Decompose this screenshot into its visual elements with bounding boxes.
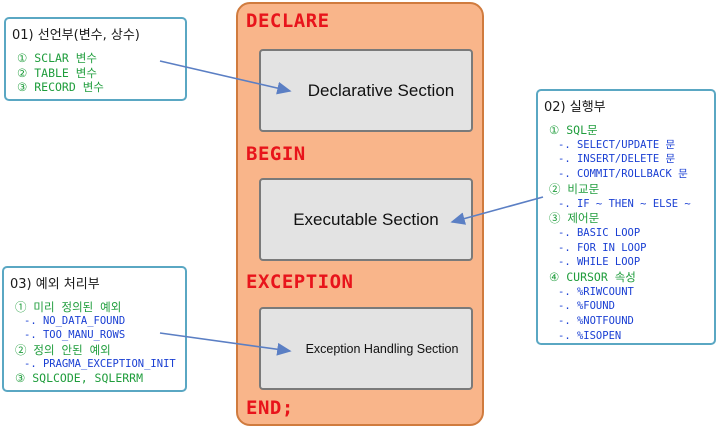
note-heading-item: ① 미리 정의된 예외	[15, 300, 122, 314]
note-sub-item: -. WHILE LOOP	[558, 256, 641, 269]
note-sub-item: -. %FOUND	[558, 300, 615, 313]
note-heading-item: ② 비교문	[549, 181, 600, 196]
declarative-section: Declarative Section	[259, 49, 473, 132]
note-sub-item: -. %NOTFOUND	[558, 315, 634, 328]
note-heading-item: ① SQL문	[549, 123, 598, 137]
note-sub-item: -. TOO_MANU_ROWS	[24, 329, 126, 342]
note-sub-item: -. INSERT/DELETE 문	[558, 153, 676, 166]
note-heading-item: ③ SQLCODE, SQLERRM	[15, 371, 144, 386]
arrow-exception	[159, 332, 292, 356]
declare-keyword: DECLARE	[246, 10, 330, 32]
execution-note-list: ① SQL문-. SELECT/UPDATE 문 -. INSERT/DELETE…	[549, 123, 691, 344]
declaration-note: 01) 선언부(변수, 상수) ① SCLAR 변수 ② TABLE 변수 ③ …	[4, 17, 187, 101]
note-heading-item: ② 정의 안된 예외	[15, 342, 111, 357]
arrow-execution	[450, 196, 544, 225]
note-sub-item: -. %ISOPEN	[558, 329, 622, 342]
note-sub-item: -. PRAGMA_EXCEPTION_INIT	[24, 357, 176, 370]
exception-section-label: Exception Handling Section	[305, 341, 459, 356]
end-keyword: END;	[246, 397, 294, 419]
exception-note-title: 03) 예외 처리부	[10, 277, 100, 292]
note-sub-item: -. BASIC LOOP	[558, 226, 641, 239]
note-heading-item: ④ CURSOR 속성	[549, 270, 636, 285]
declaration-item: ③ RECORD 변수	[17, 80, 104, 94]
declaration-item: ① SCLAR 변수	[17, 51, 97, 65]
executable-section-label: Executable Section	[293, 209, 439, 229]
note-heading-item: ③ 제어문	[549, 211, 600, 226]
exception-keyword: EXCEPTION	[246, 271, 354, 293]
declaration-note-list: ① SCLAR 변수 ② TABLE 변수 ③ RECORD 변수	[17, 51, 104, 95]
exception-note: 03) 예외 처리부 ① 미리 정의된 예외-. NO_DATA_FOUND-.…	[2, 266, 187, 392]
declarative-section-label: Declarative Section	[307, 80, 455, 100]
note-sub-item: -. SELECT/UPDATE 문	[558, 138, 676, 151]
note-sub-item: -. NO_DATA_FOUND	[24, 315, 126, 328]
note-sub-item: -. IF ~ THEN ~ ELSE ~	[558, 197, 691, 210]
declaration-note-title: 01) 선언부(변수, 상수)	[12, 28, 140, 43]
note-sub-item: -. %RIWCOUNT	[558, 285, 634, 298]
arrow-declaration	[159, 60, 292, 95]
execution-note-title: 02) 실행부	[544, 100, 606, 115]
execution-note: 02) 실행부 ① SQL문-. SELECT/UPDATE 문 -. INSER…	[536, 89, 716, 345]
note-sub-item: -. COMMIT/ROLLBACK 문	[558, 168, 688, 181]
exception-handling-section: Exception Handling Section	[259, 307, 473, 390]
executable-section: Executable Section	[259, 178, 473, 261]
begin-keyword: BEGIN	[246, 143, 306, 165]
note-sub-item: -. FOR IN LOOP	[558, 241, 647, 254]
exception-note-list: ① 미리 정의된 예외-. NO_DATA_FOUND-. TOO_MANU_R…	[15, 300, 176, 385]
declaration-item: ② TABLE 변수	[17, 65, 97, 80]
